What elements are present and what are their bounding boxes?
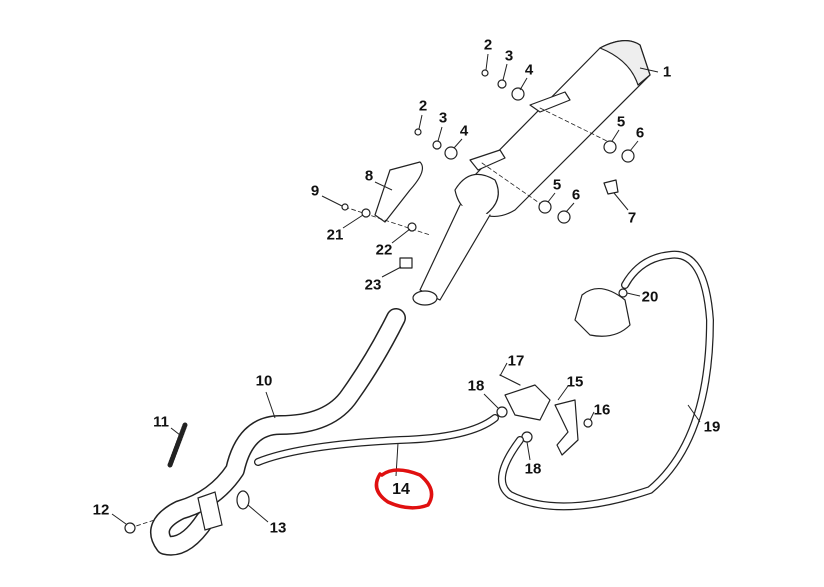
highlight-circle: [374, 468, 434, 510]
callout-18: 18: [467, 377, 485, 395]
callout-3: 3: [438, 109, 448, 127]
muffler-inlet: [419, 204, 491, 301]
callout-19: 19: [703, 418, 721, 436]
callout-20: 20: [641, 288, 659, 306]
bracket-15: [554, 399, 579, 456]
callout-18: 18: [524, 460, 542, 478]
spring: [167, 422, 188, 468]
callout-10: 10: [255, 372, 273, 390]
callout-7: 7: [627, 209, 637, 227]
callout-12: 12: [92, 501, 110, 519]
callout-4: 4: [459, 122, 469, 140]
reed-valve: [574, 288, 631, 337]
callout-4: 4: [524, 61, 534, 79]
callout-2: 2: [418, 97, 428, 115]
callout-11: 11: [153, 413, 169, 431]
callout-22: 22: [375, 241, 393, 259]
callout-5: 5: [616, 113, 626, 131]
callout-3: 3: [504, 47, 514, 65]
callout-21: 21: [326, 226, 344, 244]
callout-9: 9: [310, 182, 320, 200]
muffler-end-cap: [599, 40, 651, 86]
callout-16: 16: [593, 401, 611, 419]
callout-5: 5: [552, 176, 562, 194]
exhaust-flange: [197, 491, 223, 531]
air-valve: [504, 384, 551, 421]
callout-6: 6: [635, 124, 645, 142]
callout-13: 13: [269, 519, 287, 537]
callout-17: 17: [507, 352, 525, 370]
callout-1: 1: [662, 63, 672, 81]
callout-23: 23: [364, 276, 382, 294]
callout-8: 8: [364, 167, 374, 185]
header-pipe: [151, 309, 405, 555]
callout-6: 6: [571, 186, 581, 204]
callout-2: 2: [483, 36, 493, 54]
callout-14-highlighted: 14: [392, 481, 410, 498]
callout-15: 15: [566, 373, 584, 391]
heat-shield: [374, 161, 423, 223]
